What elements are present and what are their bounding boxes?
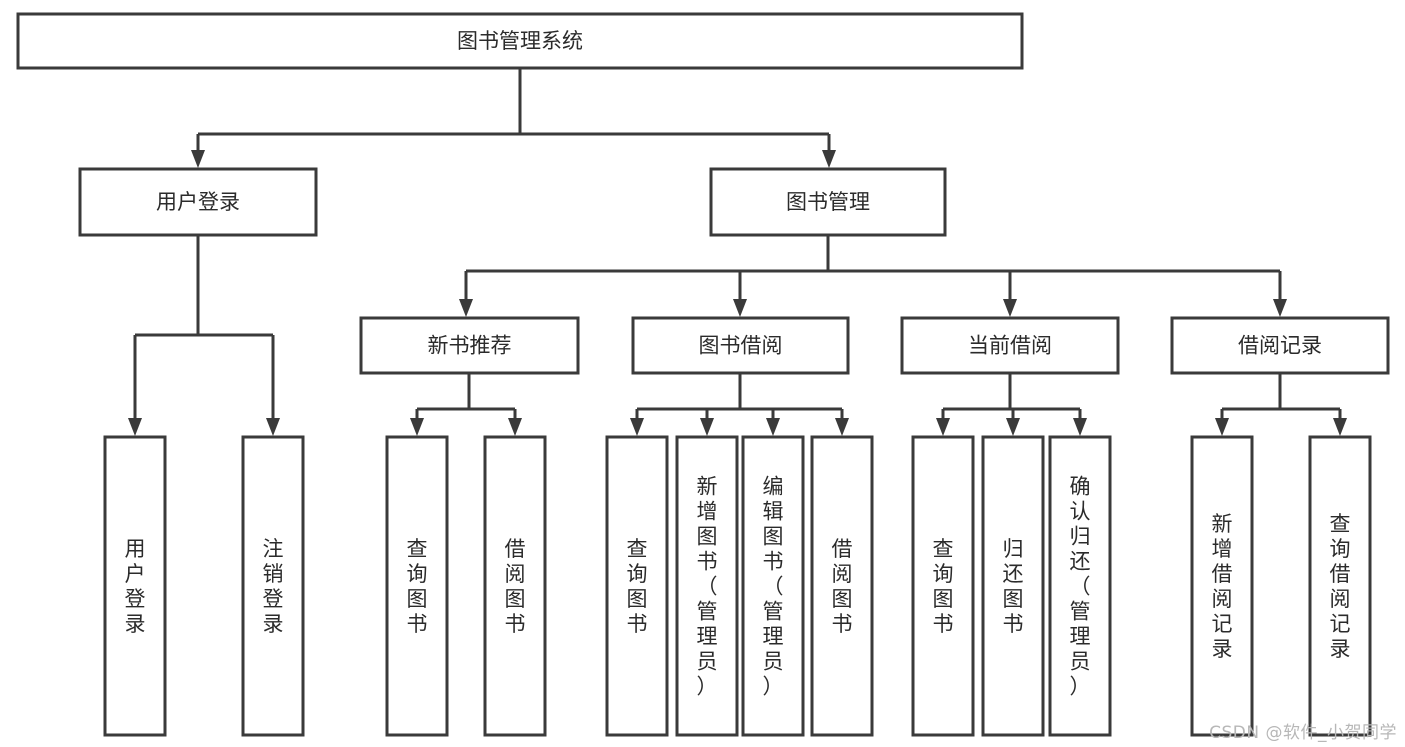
node-root-label: 图书管理系统 bbox=[457, 29, 583, 53]
node-leaf-borrow-book-2-box[interactable] bbox=[810, 435, 874, 737]
node-book-management-label: 图书管理 bbox=[786, 190, 870, 214]
node-leaf-query-book-3-label: 查询图书 bbox=[933, 537, 954, 636]
node-leaf-query-book-1[interactable]: 查询图书 bbox=[385, 435, 449, 737]
node-user-login-label: 用户登录 bbox=[156, 190, 240, 214]
node-leaf-confirm-return-admin-box[interactable] bbox=[1048, 435, 1112, 737]
node-book-management-box[interactable] bbox=[709, 167, 947, 237]
arrow-head-icon bbox=[700, 418, 714, 436]
arrow-head-icon bbox=[936, 418, 950, 436]
node-leaf-edit-book-admin-label: 编辑图书（管理员） bbox=[763, 475, 784, 699]
node-leaf-user-login-label: 用户登录 bbox=[125, 537, 146, 636]
node-leaf-query-book-3-box[interactable] bbox=[911, 435, 975, 737]
node-leaf-add-borrow-record-box[interactable] bbox=[1190, 435, 1254, 737]
node-leaf-query-borrow-record-box[interactable] bbox=[1308, 435, 1372, 737]
node-current-borrow-box[interactable] bbox=[900, 316, 1120, 375]
arrow-head-icon bbox=[410, 418, 424, 436]
arrow-head-icon bbox=[508, 418, 522, 436]
node-leaf-user-logout[interactable]: 注销登录 bbox=[241, 435, 305, 737]
node-leaf-add-borrow-record-label: 新增借阅记录 bbox=[1212, 512, 1233, 661]
node-leaf-borrow-book-1[interactable]: 借阅图书 bbox=[483, 435, 547, 737]
node-new-book-recommend[interactable]: 新书推荐 bbox=[359, 316, 580, 375]
node-root-box[interactable] bbox=[16, 12, 1024, 70]
node-new-book-recommend-label: 新书推荐 bbox=[428, 334, 512, 358]
node-book-borrow[interactable]: 图书借阅 bbox=[631, 316, 850, 375]
arrow-head-icon bbox=[1273, 299, 1287, 317]
node-leaf-add-book-admin-label: 新增图书（管理员） bbox=[697, 475, 718, 699]
node-leaf-query-borrow-record-label: 查询借阅记录 bbox=[1330, 512, 1351, 661]
node-user-login[interactable]: 用户登录 bbox=[78, 167, 318, 237]
arrow-head-icon bbox=[822, 150, 836, 168]
arrow-head-icon bbox=[1215, 418, 1229, 436]
node-current-borrow-label: 当前借阅 bbox=[968, 334, 1052, 358]
node-book-management[interactable]: 图书管理 bbox=[709, 167, 947, 237]
node-leaf-query-book-1-label: 查询图书 bbox=[407, 537, 428, 636]
arrow-head-icon bbox=[128, 418, 142, 436]
node-leaf-confirm-return-admin[interactable]: 确认归还（管理员） bbox=[1048, 435, 1112, 737]
node-leaf-query-book-1-box[interactable] bbox=[385, 435, 449, 737]
node-leaf-borrow-book-1-label: 借阅图书 bbox=[505, 537, 526, 636]
watermark-text: CSDN @软件_小贺同学 bbox=[1209, 723, 1397, 743]
arrow-head-icon bbox=[1073, 418, 1087, 436]
arrow-head-icon bbox=[191, 150, 205, 168]
node-leaf-query-book-2-box[interactable] bbox=[605, 435, 669, 737]
node-leaf-borrow-book-2[interactable]: 借阅图书 bbox=[810, 435, 874, 737]
arrow-head-icon bbox=[630, 418, 644, 436]
arrow-head-icon bbox=[766, 418, 780, 436]
arrow-head-icon bbox=[1006, 418, 1020, 436]
node-new-book-recommend-box[interactable] bbox=[359, 316, 580, 375]
node-leaf-user-logout-box[interactable] bbox=[241, 435, 305, 737]
node-leaf-add-borrow-record[interactable]: 新增借阅记录 bbox=[1190, 435, 1254, 737]
node-root[interactable]: 图书管理系统 bbox=[16, 12, 1024, 70]
node-leaf-borrow-book-1-box[interactable] bbox=[483, 435, 547, 737]
node-borrow-record[interactable]: 借阅记录 bbox=[1170, 316, 1390, 375]
node-leaf-query-book-3[interactable]: 查询图书 bbox=[911, 435, 975, 737]
arrow-head-icon bbox=[266, 418, 280, 436]
node-leaf-return-book-label: 归还图书 bbox=[1003, 537, 1024, 636]
node-leaf-add-book-admin[interactable]: 新增图书（管理员） bbox=[675, 435, 739, 737]
node-leaf-return-book[interactable]: 归还图书 bbox=[981, 435, 1045, 737]
node-book-borrow-label: 图书借阅 bbox=[699, 334, 783, 358]
node-borrow-record-box[interactable] bbox=[1170, 316, 1390, 375]
node-leaf-add-book-admin-box[interactable] bbox=[675, 435, 739, 737]
node-borrow-record-label: 借阅记录 bbox=[1238, 334, 1322, 358]
node-leaf-user-logout-label: 注销登录 bbox=[263, 537, 284, 636]
node-leaf-query-borrow-record[interactable]: 查询借阅记录 bbox=[1308, 435, 1372, 737]
node-leaf-edit-book-admin-box[interactable] bbox=[741, 435, 805, 737]
arrow-head-icon bbox=[1003, 299, 1017, 317]
node-leaf-query-book-2-label: 查询图书 bbox=[627, 537, 648, 636]
arrow-head-icon bbox=[733, 299, 747, 317]
arrow-head-icon bbox=[835, 418, 849, 436]
node-leaf-user-login[interactable]: 用户登录 bbox=[103, 435, 167, 737]
node-current-borrow[interactable]: 当前借阅 bbox=[900, 316, 1120, 375]
arrow-head-icon bbox=[1333, 418, 1347, 436]
node-user-login-box[interactable] bbox=[78, 167, 318, 237]
node-leaf-confirm-return-admin-label: 确认归还（管理员） bbox=[1070, 475, 1091, 699]
node-leaf-return-book-box[interactable] bbox=[981, 435, 1045, 737]
node-book-borrow-box[interactable] bbox=[631, 316, 850, 375]
arrow-head-icon bbox=[459, 299, 473, 317]
node-leaf-user-login-box[interactable] bbox=[103, 435, 167, 737]
node-leaf-edit-book-admin[interactable]: 编辑图书（管理员） bbox=[741, 435, 805, 737]
node-leaf-query-book-2[interactable]: 查询图书 bbox=[605, 435, 669, 737]
node-leaf-borrow-book-2-label: 借阅图书 bbox=[832, 537, 853, 636]
